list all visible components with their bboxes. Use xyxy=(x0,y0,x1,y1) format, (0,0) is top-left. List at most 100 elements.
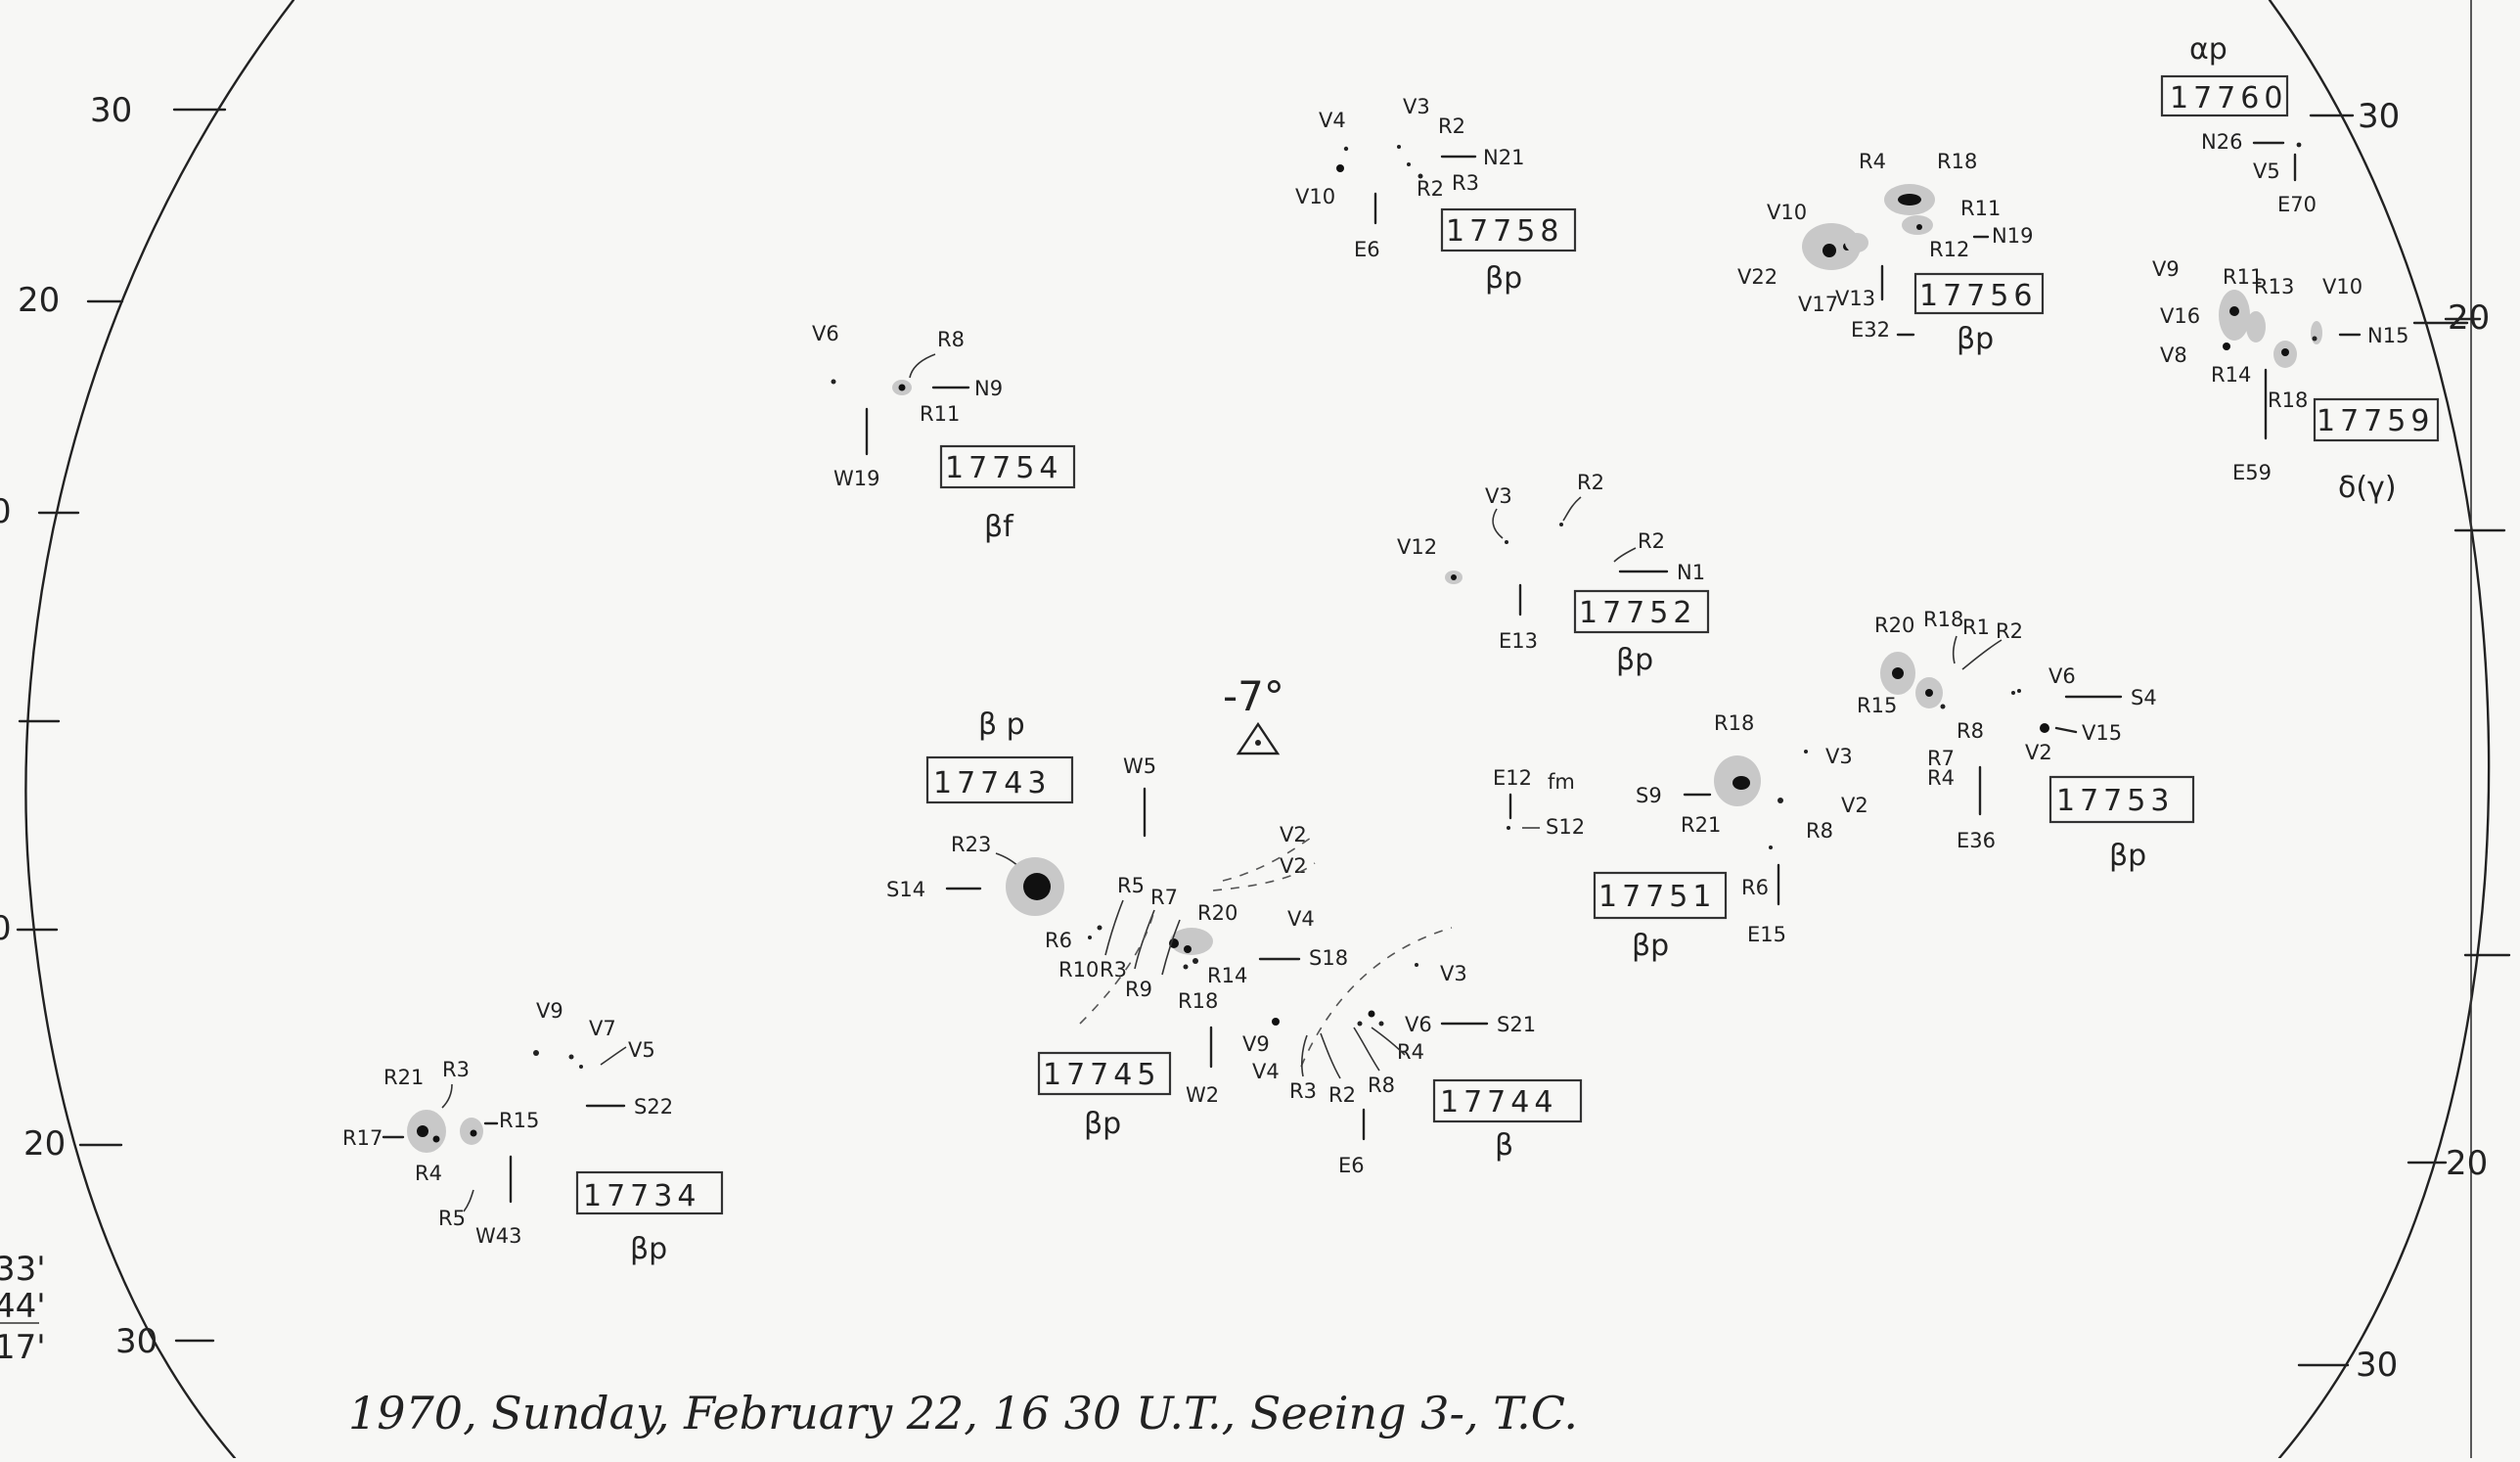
svg-text:R2: R2 xyxy=(1996,619,2023,643)
group-number: 17760 xyxy=(2170,81,2287,115)
group-number: 17752 xyxy=(1579,596,1696,630)
group-number: 17759 xyxy=(2317,404,2434,438)
svg-text:fm: fm xyxy=(1548,770,1575,794)
svg-text:N26: N26 xyxy=(2201,130,2242,154)
rotation-angle: -7° xyxy=(1223,672,1284,720)
svg-text:R15: R15 xyxy=(499,1109,539,1132)
svg-text:R4: R4 xyxy=(1859,150,1886,173)
svg-text:R3: R3 xyxy=(1100,958,1127,982)
svg-text:V4: V4 xyxy=(1319,109,1346,132)
svg-text:E13: E13 xyxy=(1499,629,1538,653)
svg-text:33': 33' xyxy=(0,1250,46,1289)
svg-text:R8: R8 xyxy=(1806,819,1833,843)
svg-text:W43: W43 xyxy=(475,1224,522,1248)
svg-text:S4: S4 xyxy=(2131,686,2157,709)
svg-text:V2: V2 xyxy=(1280,854,1307,878)
svg-text:R2: R2 xyxy=(1638,529,1665,553)
svg-text:R20: R20 xyxy=(1874,614,1914,637)
svg-text:W2: W2 xyxy=(1186,1083,1219,1107)
sunspot-group-17752: V3 R2 V12 R2 N1 E13 17752 βp xyxy=(1397,471,1710,677)
group-number: 17734 xyxy=(583,1179,700,1213)
sunspot-group-17758: V4 V3 R2 N21 V10 R2 R3 E6 17758 βp xyxy=(1295,95,1577,296)
right-lat-label: 20 xyxy=(2448,298,2490,338)
svg-text:E59: E59 xyxy=(2232,461,2272,484)
svg-text:R7: R7 xyxy=(1927,747,1955,770)
svg-text:V10: V10 xyxy=(1295,185,1335,208)
svg-text:V6: V6 xyxy=(2048,664,2076,688)
svg-text:N15: N15 xyxy=(2367,324,2408,347)
sunspot-group-17743: β p 17743 R23 S14 xyxy=(886,708,1074,916)
svg-text:E15: E15 xyxy=(1747,923,1786,946)
svg-text:R4: R4 xyxy=(1927,766,1955,790)
left-lat-label: 0 xyxy=(0,909,12,948)
svg-text:V4: V4 xyxy=(1287,907,1315,931)
group-number: 17753 xyxy=(2056,784,2174,818)
svg-text:V5: V5 xyxy=(2253,160,2280,183)
right-lat-label: 20 xyxy=(2446,1144,2488,1183)
group-number: 17754 xyxy=(945,451,1062,485)
svg-text:R7: R7 xyxy=(1150,886,1178,909)
group-number: 17756 xyxy=(1919,279,2037,313)
svg-text:R12: R12 xyxy=(1929,238,1969,261)
svg-text:R10: R10 xyxy=(1058,958,1099,982)
svg-text:R11: R11 xyxy=(920,402,960,426)
svg-text:S12: S12 xyxy=(1546,815,1585,839)
svg-text:R3: R3 xyxy=(1289,1079,1317,1103)
right-lat-label: 30 xyxy=(2358,97,2400,136)
svg-text:R2: R2 xyxy=(1577,471,1604,494)
svg-text:R21: R21 xyxy=(1681,813,1721,837)
sunspot-group-17754: V6 R8 N9 R11 W19 17754 βf xyxy=(812,322,1076,544)
sunspot-group-17753: R20 R18 R1 R2 R15 V6 S4 R7 R8 V15 R4 V2 … xyxy=(1857,608,2195,873)
svg-text:R8: R8 xyxy=(1368,1074,1395,1097)
left-lat-label: 20 xyxy=(18,281,60,320)
svg-text:V3: V3 xyxy=(1825,745,1853,768)
svg-text:R14: R14 xyxy=(1207,964,1247,987)
group-class: β xyxy=(1495,1128,1513,1163)
left-lat-label: 30 xyxy=(90,91,132,130)
group-class: β p xyxy=(978,708,1025,742)
svg-text:R3: R3 xyxy=(1452,171,1479,195)
svg-text:V2: V2 xyxy=(1841,794,1868,817)
svg-text:V16: V16 xyxy=(2160,304,2200,328)
right-latitude-scale: 30 20 20 30 xyxy=(2297,97,2511,1385)
solar-limb-right xyxy=(2268,0,2491,1460)
svg-text:S21: S21 xyxy=(1497,1013,1536,1036)
svg-text:V5: V5 xyxy=(628,1038,655,1062)
svg-text:V9: V9 xyxy=(536,999,563,1023)
svg-text:R17: R17 xyxy=(342,1126,382,1150)
group-number: 17743 xyxy=(933,766,1051,800)
svg-text:S18: S18 xyxy=(1309,946,1348,970)
group-class: αp xyxy=(2189,32,2228,67)
svg-text:R2: R2 xyxy=(1417,177,1444,201)
svg-text:W19: W19 xyxy=(833,467,880,490)
svg-text:V3: V3 xyxy=(1485,484,1512,508)
svg-text:R8: R8 xyxy=(937,328,965,351)
svg-text:R5: R5 xyxy=(1117,874,1145,897)
svg-text:R11: R11 xyxy=(1960,197,2001,220)
svg-text:E36: E36 xyxy=(1957,829,1996,852)
svg-text:V6: V6 xyxy=(812,322,839,345)
right-lat-label: 30 xyxy=(2356,1346,2398,1385)
group-class: βp xyxy=(1616,643,1653,677)
group-number: 17758 xyxy=(1446,214,1563,249)
svg-text:V10: V10 xyxy=(2322,275,2362,298)
svg-text:R18: R18 xyxy=(1923,608,1963,631)
svg-text:17': 17' xyxy=(0,1328,46,1367)
svg-text:V8: V8 xyxy=(2160,343,2187,367)
group-class: βp xyxy=(1485,261,1522,296)
svg-text:V15: V15 xyxy=(2082,721,2122,745)
svg-text:N21: N21 xyxy=(1483,146,1524,169)
svg-text:V10: V10 xyxy=(1767,201,1807,224)
group-class: βp xyxy=(630,1232,667,1266)
group-class: δ(γ) xyxy=(2338,471,2397,505)
svg-text:R9: R9 xyxy=(1125,978,1152,1001)
group-class: βf xyxy=(984,510,1014,544)
svg-text:V4: V4 xyxy=(1252,1060,1280,1083)
svg-text:V22: V22 xyxy=(1737,265,1778,289)
svg-text:S14: S14 xyxy=(886,878,925,901)
svg-text:R18: R18 xyxy=(1714,711,1754,735)
svg-text:E6: E6 xyxy=(1338,1154,1365,1177)
group-number: 17745 xyxy=(1043,1058,1160,1092)
